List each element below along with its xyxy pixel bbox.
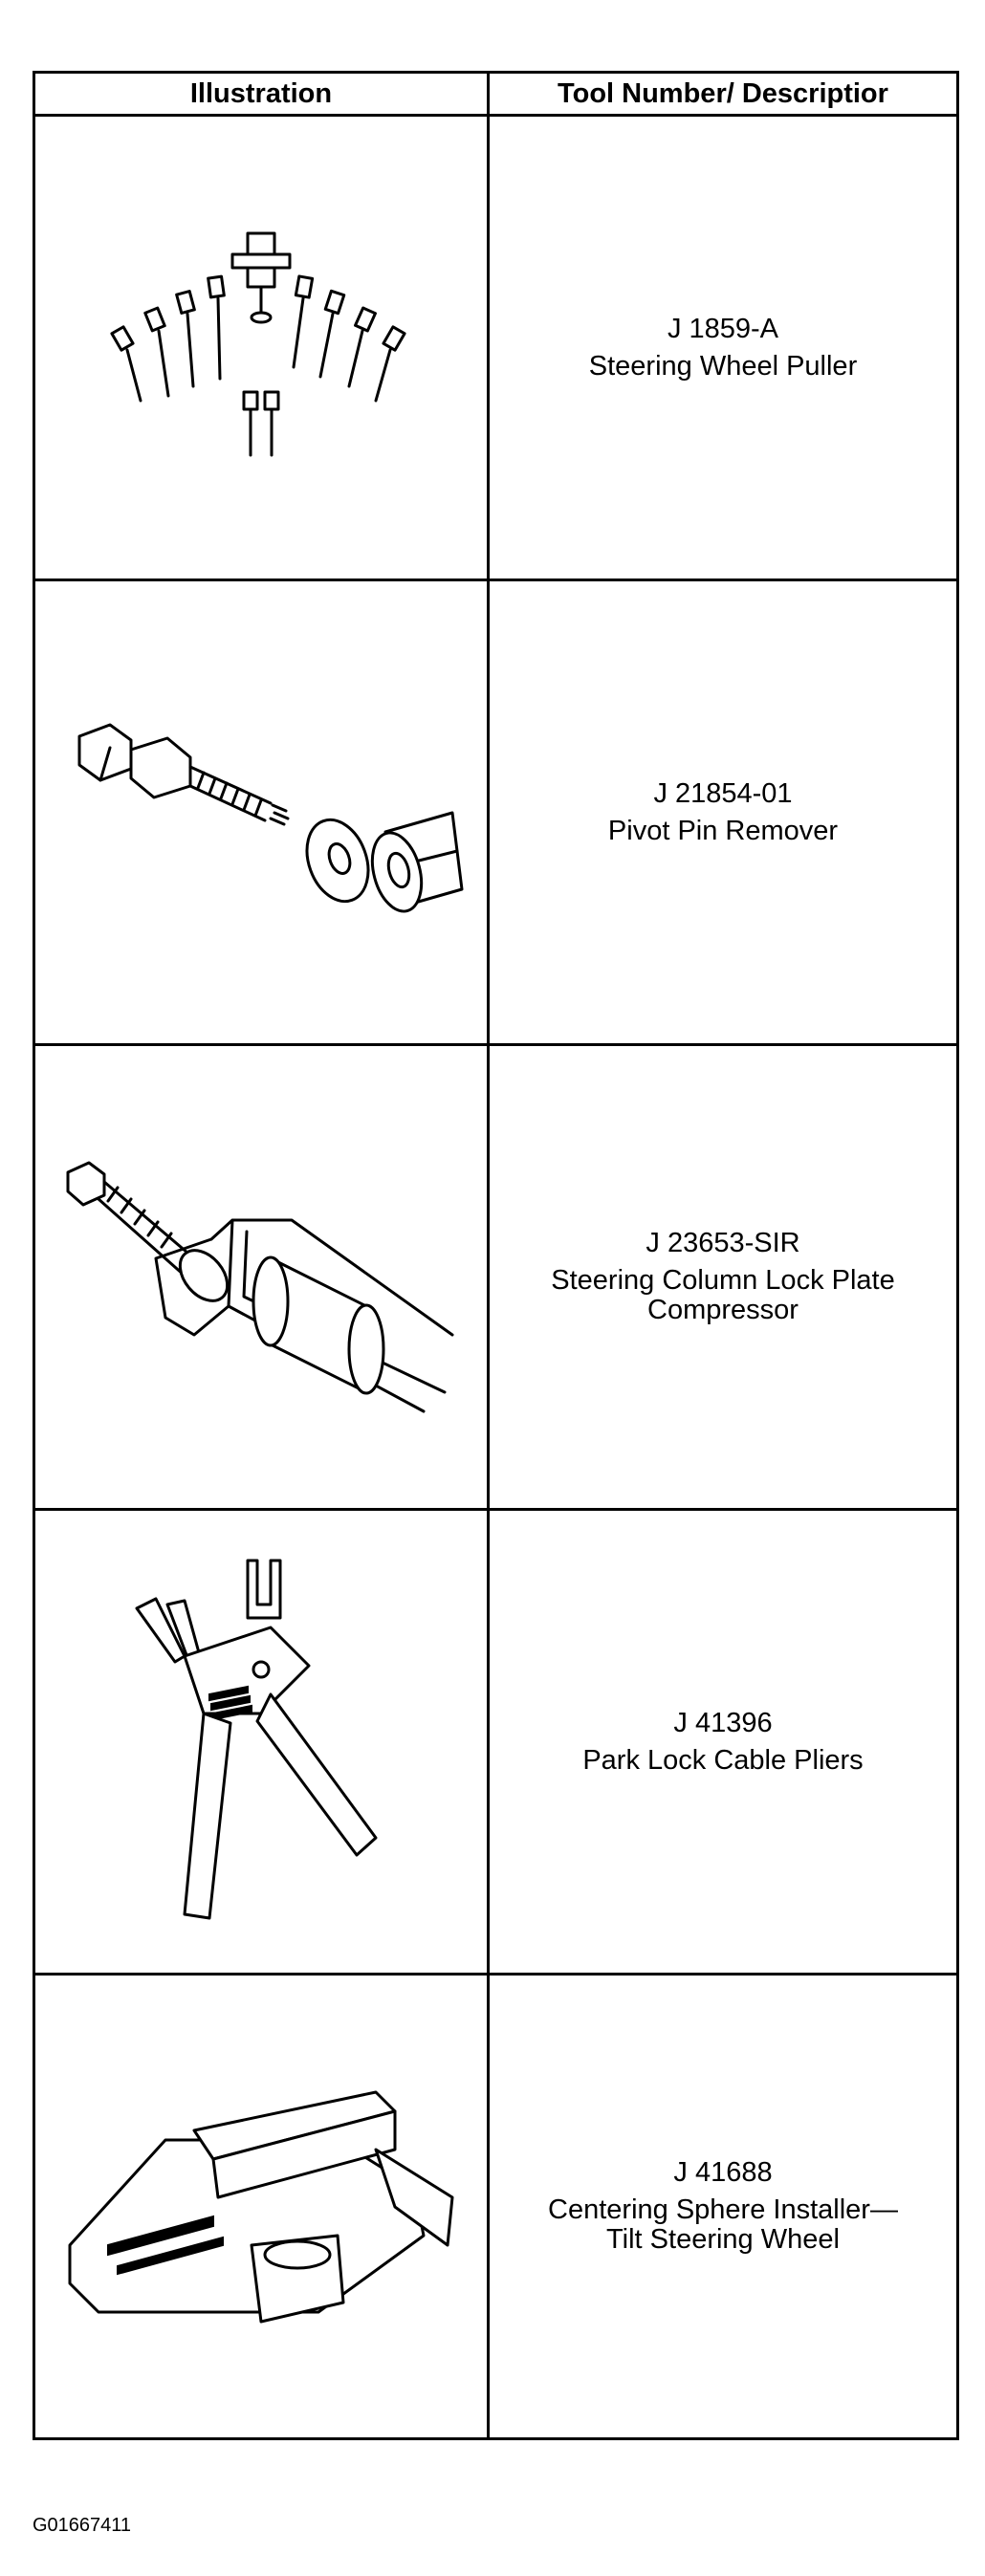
- illustration-cell: [33, 579, 490, 1046]
- tools-table: Illustration Tool Number/ Descriptior: [33, 71, 959, 2440]
- tool-name: Steering Column Lock Plate Compressor: [551, 1265, 895, 1325]
- tool-name: Steering Wheel Puller: [588, 350, 858, 382]
- illustration-cell: [33, 1508, 490, 1976]
- illustration-cell: [33, 1043, 490, 1511]
- tool-number: J 1859-A: [667, 313, 779, 344]
- pivot-pin-remover-icon: [77, 723, 464, 913]
- figure-id: G01667411: [33, 2515, 132, 2536]
- table-row: J 1859-A Steering Wheel Puller: [33, 114, 959, 581]
- table-row: J 21854-01 Pivot Pin Remover: [33, 579, 959, 1046]
- description-cell: J 23653-SIR Steering Column Lock Plate C…: [487, 1043, 959, 1511]
- cable-pliers-icon: [135, 1559, 378, 1919]
- tool-name: Park Lock Cable Pliers: [582, 1744, 864, 1776]
- description-cell: J 21854-01 Pivot Pin Remover: [487, 579, 959, 1046]
- description-cell: J 41396 Park Lock Cable Pliers: [487, 1508, 959, 1976]
- description-cell: J 41688 Centering Sphere Installer— Tilt…: [487, 1973, 959, 2440]
- tool-name: Pivot Pin Remover: [607, 815, 839, 846]
- tool-number: J 41688: [673, 2157, 773, 2188]
- tool-number: J 41396: [673, 1707, 773, 1738]
- table-row: J 23653-SIR Steering Column Lock Plate C…: [33, 1043, 959, 1511]
- tool-number: J 23653-SIR: [646, 1228, 800, 1258]
- illustration-cell: [33, 1973, 490, 2440]
- description-cell: J 1859-A Steering Wheel Puller: [487, 114, 959, 581]
- tool-name: Centering Sphere Installer— Tilt Steerin…: [548, 2194, 898, 2255]
- header-illustration: Illustration: [33, 71, 490, 117]
- table-row: J 41396 Park Lock Cable Pliers: [33, 1508, 959, 1976]
- centering-sphere-installer-icon: [68, 2090, 454, 2323]
- lock-plate-compressor-icon: [66, 1161, 454, 1412]
- illustration-cell: [33, 114, 490, 581]
- steering-wheel-puller-icon: [110, 231, 406, 456]
- header-tool-description: Tool Number/ Descriptior: [487, 71, 959, 117]
- table-header-row: Illustration Tool Number/ Descriptior: [33, 71, 959, 117]
- tool-number: J 21854-01: [653, 777, 793, 809]
- table-row: J 41688 Centering Sphere Installer— Tilt…: [33, 1973, 959, 2440]
